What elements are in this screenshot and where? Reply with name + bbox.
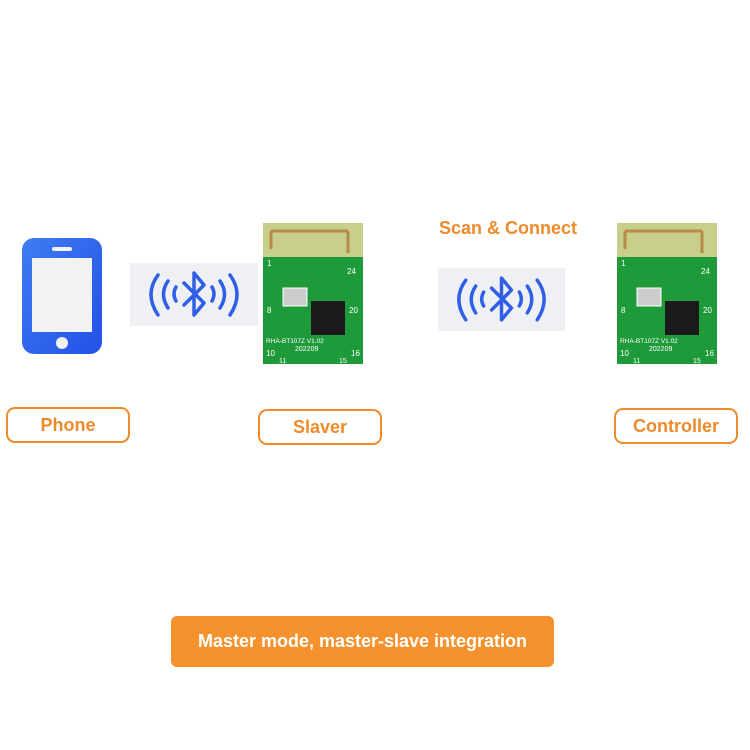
mode-banner: Master mode, master-slave integration [171, 616, 554, 667]
phone-icon [22, 238, 102, 354]
pin-label: 24 [347, 267, 356, 276]
bluetooth-module-slaver: 1 24 8 20 RHA-BT107Z V1.02 202209 10 11 … [263, 223, 363, 364]
bluetooth-signal-icon [130, 263, 258, 326]
slaver-label: Slaver [258, 409, 382, 445]
pin-label: 24 [701, 267, 710, 276]
pin-label: 8 [267, 306, 272, 315]
pin-label: 16 [351, 349, 360, 358]
module-date: 202209 [649, 346, 672, 353]
pin-label: 20 [703, 306, 712, 315]
bluetooth-signal-icon [438, 268, 565, 331]
pin-label: 1 [621, 259, 626, 268]
module-date: 202209 [295, 346, 318, 353]
controller-label: Controller [614, 408, 738, 444]
pin-label: 16 [705, 349, 714, 358]
module-model: RHA-BT107Z V1.02 [266, 338, 324, 345]
pin-label: 15 [693, 358, 701, 364]
pin-label: 11 [279, 358, 286, 364]
pin-label: 10 [620, 349, 629, 358]
module-model: RHA-BT107Z V1.02 [620, 338, 678, 345]
pin-label: 15 [339, 358, 347, 364]
pin-label: 1 [267, 259, 272, 268]
phone-label: Phone [6, 407, 130, 443]
scan-connect-caption: Scan & Connect [438, 218, 578, 238]
bluetooth-module-controller: 1 24 8 20 RHA-BT107Z V1.02 202209 10 11 … [617, 223, 717, 364]
pin-label: 8 [621, 306, 626, 315]
pin-label: 10 [266, 349, 275, 358]
pin-label: 11 [633, 358, 640, 364]
pin-label: 20 [349, 306, 358, 315]
